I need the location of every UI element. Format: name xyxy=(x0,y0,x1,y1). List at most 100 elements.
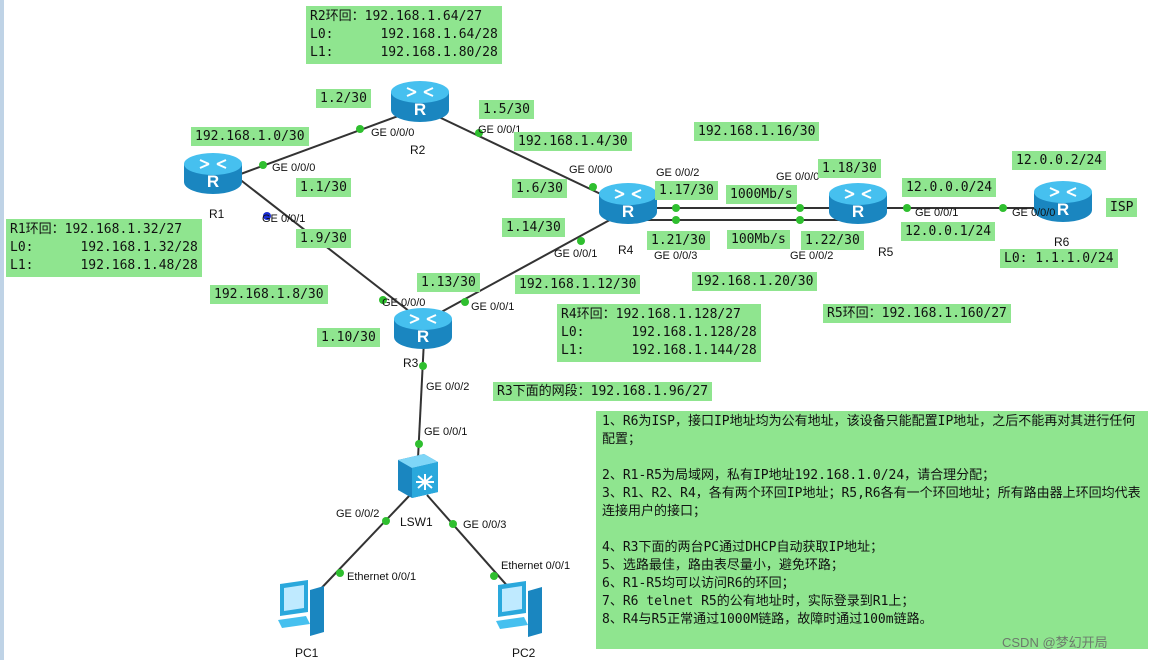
device-name-r5: R5 xyxy=(878,245,894,259)
dot-r3-g001 xyxy=(461,298,469,306)
svg-text:R: R xyxy=(414,100,426,119)
bandwidth-1000-label: 1000Mb/s xyxy=(726,185,797,204)
device-name-r4: R4 xyxy=(618,243,634,257)
ip-label-1-18: 1.18/30 xyxy=(818,159,881,178)
port-r4-g000: GE 0/0/0 xyxy=(569,164,613,176)
dot-r3-g002 xyxy=(419,362,427,370)
ip-label-1-1: 1.1/30 xyxy=(296,178,351,197)
port-r5-g002: GE 0/0/2 xyxy=(790,250,834,262)
port-r3-g002: GE 0/0/2 xyxy=(426,381,470,393)
ip-label-1-5: 1.5/30 xyxy=(479,100,534,119)
pc-icon-pc1[interactable] xyxy=(276,578,328,636)
device-name-pc1: PC1 xyxy=(295,646,319,660)
bandwidth-100-label: 100Mb/s xyxy=(727,230,790,249)
port-r1-g001: GE 0/0/1 xyxy=(262,213,306,225)
dot-r5-g001 xyxy=(903,204,911,212)
isp-ip-label: 12.0.0.2/24 xyxy=(1012,151,1107,170)
router-icon-r6[interactable]: R xyxy=(1032,180,1094,224)
link-r1-r3 xyxy=(237,177,424,323)
svg-text:R: R xyxy=(852,202,864,221)
ip-label-1-6: 1.6/30 xyxy=(512,179,567,198)
net-label-1-16: 192.168.1.16/30 xyxy=(694,122,820,141)
dot-r4-g000 xyxy=(589,183,597,191)
ip-label-1-2: 1.2/30 xyxy=(316,89,371,108)
note-8: 8、R4与R5正常通过1000M链路，故障时通过100m链路。 xyxy=(602,612,933,627)
dot-sw-g001 xyxy=(415,440,423,448)
dot-r2-g001 xyxy=(475,129,483,137)
link-lsw1-pc1 xyxy=(311,494,411,599)
port-r1-g000: GE 0/0/0 xyxy=(272,162,316,174)
device-name-r6: R6 xyxy=(1054,235,1070,249)
svg-text:R: R xyxy=(622,202,634,221)
window-edge xyxy=(0,0,4,660)
port-sw-g002: GE 0/0/2 xyxy=(336,508,380,520)
dot-r5-g002 xyxy=(796,216,804,224)
port-r4-g003: GE 0/0/3 xyxy=(654,250,698,262)
note-2: 2、R1-R5为局域网，私有IP地址192.168.1.0/24，请合理分配； xyxy=(602,468,996,483)
pc-icon-pc2[interactable] xyxy=(494,579,546,637)
ip-label-1-21: 1.21/30 xyxy=(647,231,710,250)
port-pc2-eth: Ethernet 0/0/1 xyxy=(501,560,571,572)
router-icon-r3[interactable]: R xyxy=(392,307,454,351)
net-label-1-20: 192.168.1.20/30 xyxy=(692,272,818,291)
note-6: 6、R1-R5均可以访问R6的环回； xyxy=(602,576,795,591)
r2-loopback-block: R2环回：192.168.1.64/27 L0: 192.168.1.64/28… xyxy=(306,6,502,64)
ip-label-1-17: 1.17/30 xyxy=(655,181,718,200)
dot-r4-g001 xyxy=(577,237,585,245)
device-name-r3: R3 xyxy=(403,356,419,370)
ip-label-1-14: 1.14/30 xyxy=(502,218,565,237)
port-r4-g002: GE 0/0/2 xyxy=(656,167,700,179)
router-icon-r2[interactable]: R xyxy=(389,80,451,124)
device-name-lsw1: LSW1 xyxy=(400,515,433,529)
switch-icon-lsw1[interactable] xyxy=(394,452,440,500)
r3-subnet-label: R3下面的网段：192.168.1.96/27 xyxy=(493,382,713,401)
note-3: 3、R1、R2、R4，各有两个环回IP地址；R5,R6各有一个环回地址；所有路由… xyxy=(602,486,1141,519)
r4-loopback-block: R4环回：192.168.1.128/27 L0: 192.168.1.128/… xyxy=(557,304,761,362)
dot-r5-g000 xyxy=(796,204,804,212)
router-icon-r1[interactable]: R xyxy=(182,152,244,196)
ip-label-1-22: 1.22/30 xyxy=(801,231,864,250)
router-icon-r4[interactable]: R xyxy=(597,182,659,226)
note-1: 1、R6为ISP，接口IP地址均为公有地址，该设备只能配置IP地址，之后不能再对… xyxy=(602,414,1136,447)
ip-label-1-13: 1.13/30 xyxy=(417,273,480,292)
net-label-1-12: 192.168.1.12/30 xyxy=(515,275,641,294)
svg-text:R: R xyxy=(417,327,429,346)
ip-label-12-1: 12.0.0.1/24 xyxy=(901,222,996,241)
port-r2-g000: GE 0/0/0 xyxy=(371,127,415,139)
link-r1-r2 xyxy=(237,107,421,176)
port-r4-g001: GE 0/0/1 xyxy=(554,248,598,260)
svg-text:R: R xyxy=(207,172,219,191)
dot-r4-g002 xyxy=(672,204,680,212)
dot-r1-g000 xyxy=(259,161,267,169)
router-icon-r5[interactable]: R xyxy=(827,182,889,226)
ip-label-1-10: 1.10/30 xyxy=(317,328,380,347)
port-sw-g003: GE 0/0/3 xyxy=(463,519,507,531)
device-name-r2: R2 xyxy=(410,143,426,157)
port-r3-g000: GE 0/0/0 xyxy=(382,297,426,309)
dot-r3-g000 xyxy=(379,296,387,304)
r5-loopback-label: R5环回：192.168.1.160/27 xyxy=(823,304,1011,323)
device-name-r1: R1 xyxy=(209,207,225,221)
net-label-1-4: 192.168.1.4/30 xyxy=(514,132,632,151)
dot-pc2 xyxy=(490,572,498,580)
net-label-12-0: 12.0.0.0/24 xyxy=(902,178,997,197)
dot-sw-g002 xyxy=(382,517,390,525)
note-7: 7、R6 telnet R5的公有地址时，实际登录到R1上； xyxy=(602,594,915,609)
port-r2-g001: GE 0/0/1 xyxy=(478,124,522,136)
dot-r6-g000 xyxy=(999,204,1007,212)
port-sw-g001: GE 0/0/1 xyxy=(424,426,468,438)
watermark: CSDN @梦幻开局 xyxy=(1002,635,1108,650)
port-r6-g000: GE 0/0/0 xyxy=(1012,207,1056,219)
dot-r1-g001-down xyxy=(263,212,271,220)
device-name-pc2: PC2 xyxy=(512,646,536,660)
svg-text:R: R xyxy=(1057,200,1069,219)
note-4: 4、R3下面的两台PC通过DHCP自动获取IP地址； xyxy=(602,540,884,555)
port-r5-g000: GE 0/0/0 xyxy=(776,171,820,183)
isp-label: ISP xyxy=(1106,198,1138,217)
dot-r4-g003 xyxy=(672,216,680,224)
link-lsw1-pc2 xyxy=(426,494,519,599)
ip-label-1-9: 1.9/30 xyxy=(296,229,351,248)
requirements-notes: 1、R6为ISP，接口IP地址均为公有地址，该设备只能配置IP地址，之后不能再对… xyxy=(596,411,1148,649)
port-r5-g001: GE 0/0/1 xyxy=(915,207,959,219)
